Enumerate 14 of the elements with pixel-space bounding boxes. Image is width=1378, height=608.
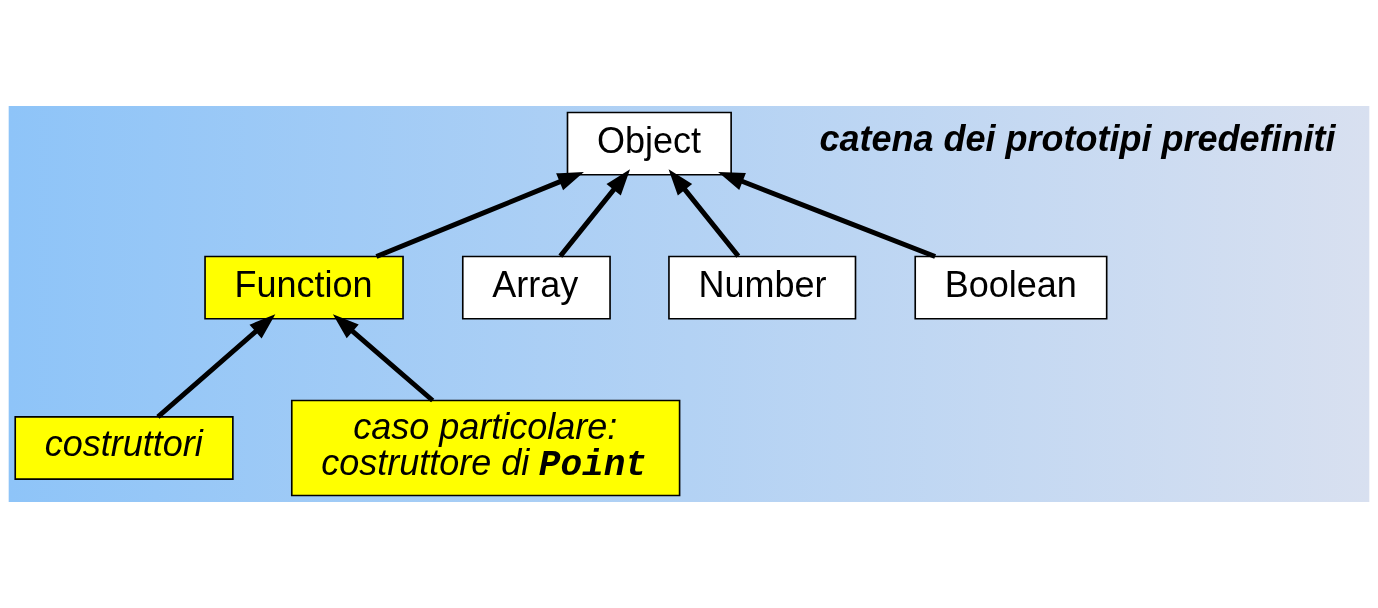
node-box: Object [566, 111, 732, 176]
arrow [718, 172, 937, 259]
arrow [668, 169, 741, 258]
node-box: Number [668, 255, 857, 320]
node-box: Function [204, 255, 404, 320]
node-box: costruttori [14, 416, 234, 480]
label: catena dei prototipi predefiniti [819, 118, 1336, 160]
arrow [375, 171, 584, 259]
arrow [156, 314, 276, 419]
arrow [332, 314, 435, 403]
node-box: caso particolare: costruttore di Point [290, 399, 681, 497]
arrow [558, 169, 631, 258]
node-box: Array [461, 255, 611, 320]
node-box: Boolean [914, 255, 1108, 320]
